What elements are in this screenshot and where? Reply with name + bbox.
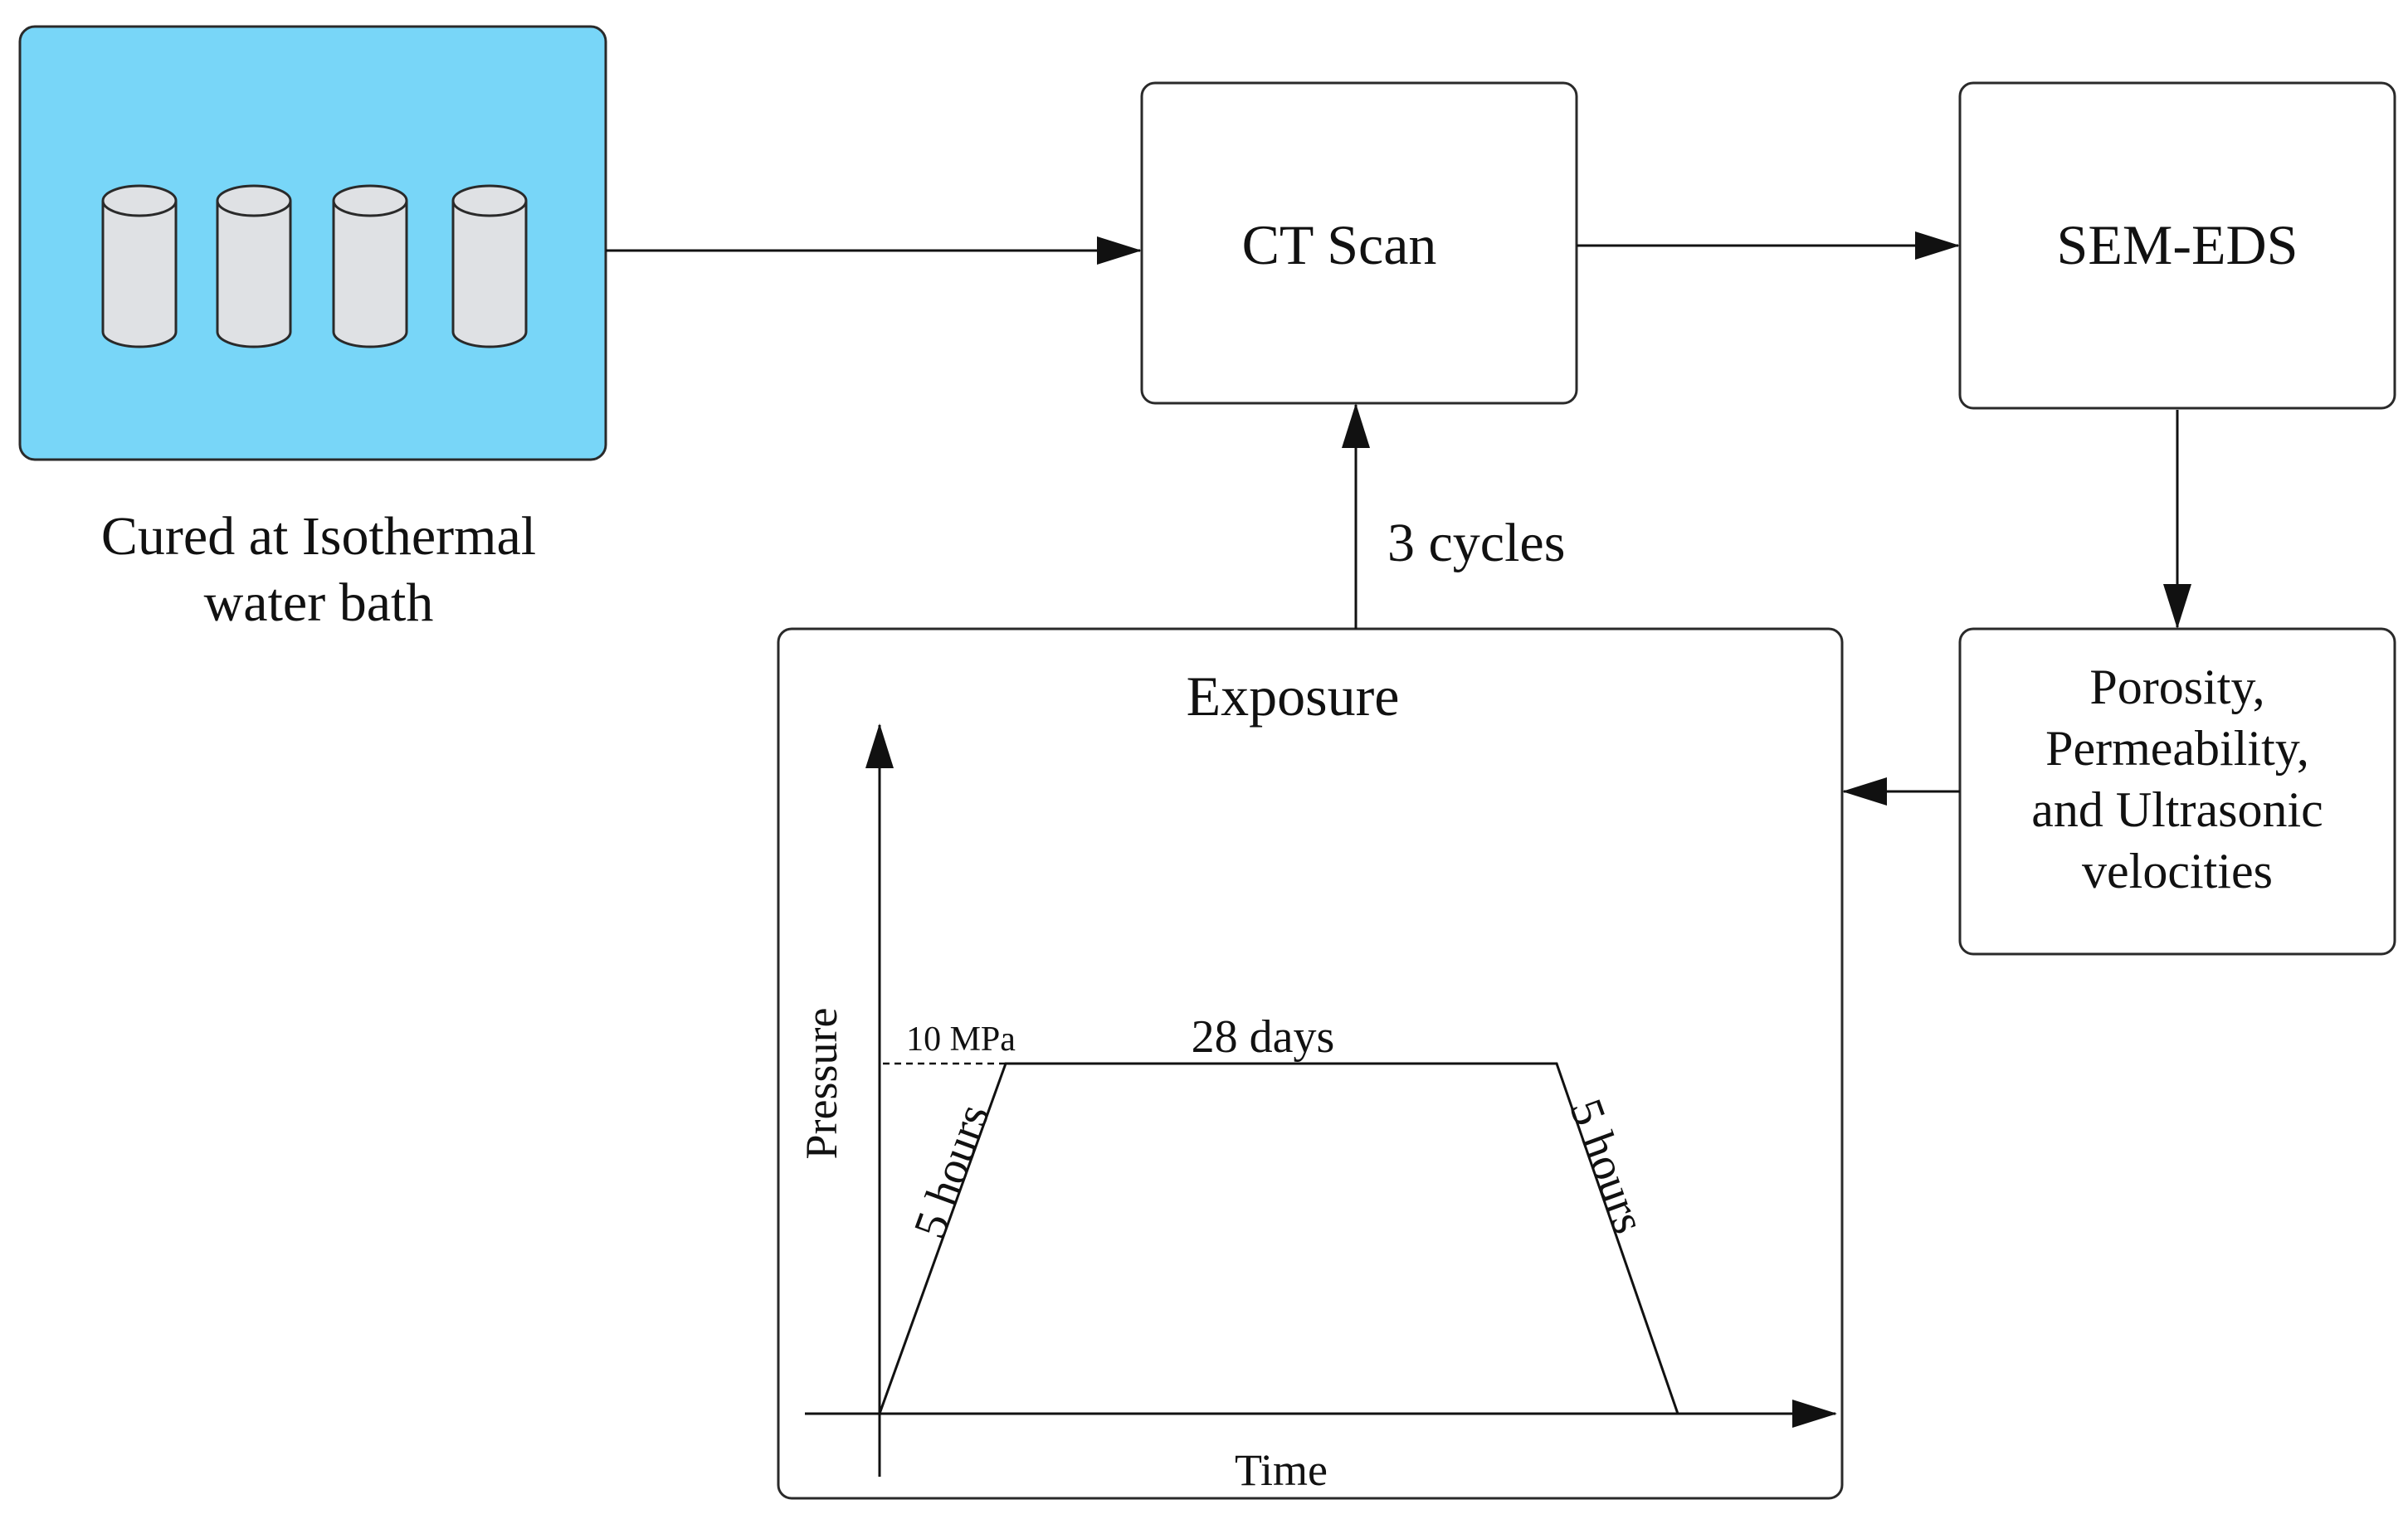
x-axis-label: Time	[1235, 1445, 1328, 1495]
pressure-profile-line	[878, 1062, 1679, 1414]
sample-cylinder	[451, 184, 528, 348]
water-bath-box	[18, 25, 607, 461]
exposure-node: Exposure Pressure Time 10 MPa 28 days 5 …	[777, 627, 1844, 1500]
properties-label-line2: Permeability,	[2045, 721, 2309, 776]
properties-label-line3: and Ultrasonic	[2031, 782, 2323, 837]
y-axis-label: Pressure	[797, 1008, 846, 1160]
sample-cylinder	[332, 184, 408, 348]
properties-node: Porosity, Permeability, and Ultrasonic v…	[1958, 627, 2396, 956]
water-bath-label-line1: Cured at Isothermal	[101, 506, 536, 567]
water-bath-label-line2: water bath	[204, 572, 434, 633]
cycles-label: 3 cycles	[1387, 513, 1565, 573]
pressure-value-label: 10 MPa	[906, 1020, 1016, 1059]
sample-cylinder	[216, 184, 292, 348]
ct-scan-node: CT Scan	[1140, 81, 1578, 405]
sem-eds-label: SEM-EDS	[2057, 213, 2298, 276]
water-bath: Cured at Isothermal water bath	[18, 25, 607, 633]
exposure-title: Exposure	[1187, 665, 1400, 728]
hold-duration-label: 28 days	[1192, 1011, 1335, 1063]
properties-label-line4: velocities	[2082, 844, 2273, 898]
sample-cylinder	[101, 184, 178, 348]
properties-label-line1: Porosity,	[2089, 660, 2264, 714]
sem-eds-node: SEM-EDS	[1958, 81, 2396, 410]
ct-scan-label: CT Scan	[1242, 213, 1437, 276]
